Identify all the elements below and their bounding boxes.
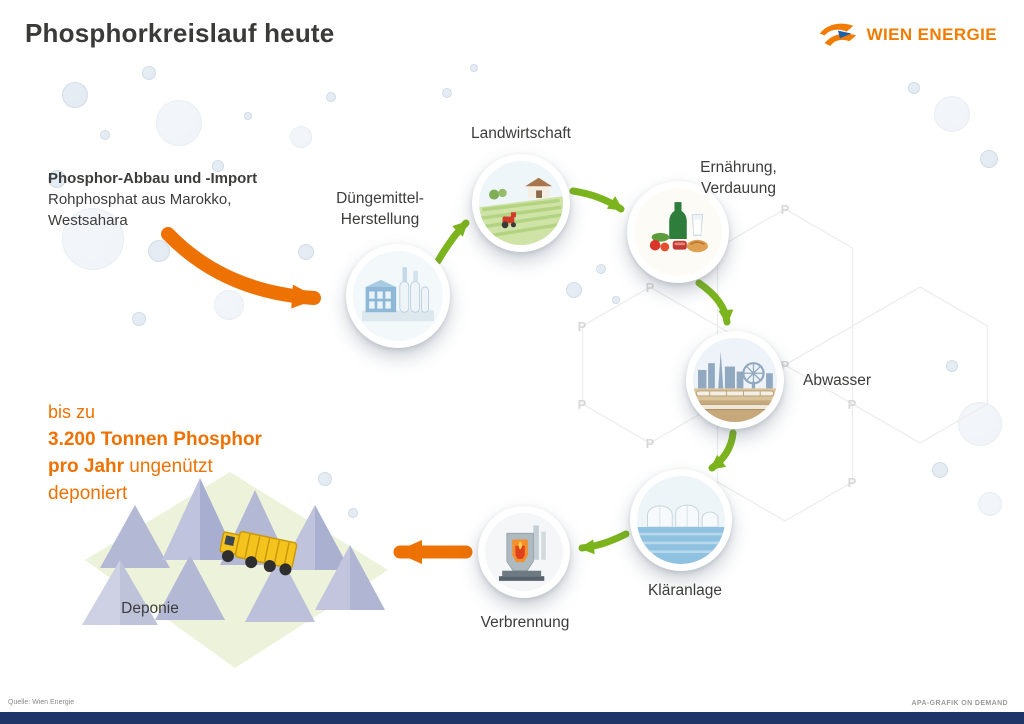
- bubble-decoration: [62, 208, 124, 270]
- arrow-ernaehrung-to-abwasser: [695, 279, 734, 326]
- wien-energie-logo: WIEN ENERGIE: [817, 20, 997, 49]
- stat-line-1: bis zu: [48, 402, 96, 422]
- node-verbrennung: [478, 506, 570, 598]
- landfill-illustration: [82, 472, 388, 668]
- phosphorus-symbol: P: [578, 319, 587, 334]
- bubble-decoration: [348, 508, 358, 518]
- bubble-decoration: [442, 88, 452, 98]
- bubble-decoration: [934, 96, 970, 132]
- bubble-decoration: [214, 290, 244, 320]
- label-verbrennung: Verbrennung: [480, 614, 570, 631]
- landfill-ground: [85, 472, 388, 668]
- source-note: Quelle: Wien Energie: [8, 699, 75, 706]
- city-sewer-icon-wrap: [693, 338, 777, 422]
- incinerator-icon-wrap: [485, 513, 563, 591]
- bubble-decoration: [932, 462, 948, 478]
- wien-energie-logo-icon: [819, 23, 856, 46]
- credit-note: APA-GRAFIK ON DEMAND: [911, 700, 1008, 707]
- stat-line-3: pro Jahr ungenützt: [48, 453, 318, 480]
- bubble-decoration: [908, 82, 920, 94]
- stat-line-3-bold: pro Jahr: [48, 456, 125, 477]
- label-duengemittel-herstellung: Düngemittel- Herstellung: [336, 190, 424, 228]
- node-abwasser: [686, 331, 784, 429]
- farm-icon: [479, 161, 563, 245]
- landfill-stat-note: bis zu 3.200 Tonnen Phosphor pro Jahr un…: [48, 399, 318, 507]
- bubble-decoration: [980, 150, 998, 168]
- phosphorus-symbol: P: [646, 280, 655, 295]
- label-deponie: Deponie: [121, 600, 179, 617]
- bubble-decoration: [566, 282, 582, 298]
- bubble-decoration: [946, 360, 958, 372]
- wien-energie-logo-text: WIEN ENERGIE: [866, 24, 997, 44]
- dump-truck: [219, 531, 298, 576]
- stat-line-3-regular: ungenützt: [124, 456, 213, 477]
- import-note: Phosphor-Abbau und -Import Rohphosphat a…: [48, 168, 288, 231]
- phosphorus-symbol: P: [646, 436, 655, 451]
- bubble-decoration: [212, 160, 224, 172]
- farm-icon-wrap: [479, 161, 563, 245]
- bubble-decoration: [156, 100, 202, 146]
- food-icon: [634, 188, 722, 276]
- phosphorus-symbol: P: [848, 475, 857, 490]
- node-klaeranlage: [630, 469, 732, 571]
- label-landwirtschaft: Landwirtschaft: [471, 125, 571, 142]
- arrow-import-to-duengemittel: [161, 227, 321, 309]
- landfill-mounds: [82, 478, 385, 625]
- bubble-decoration: [100, 130, 110, 140]
- factory-icon-wrap: [353, 251, 443, 341]
- bubble-decoration: [290, 126, 312, 148]
- bubble-decoration: [978, 492, 1002, 516]
- bubble-decoration: [48, 170, 66, 188]
- node-duengemittel-herstellung: [346, 244, 450, 348]
- city-sewer-icon: [693, 338, 777, 422]
- bubble-decoration: [958, 402, 1002, 446]
- label-klaeranlage: Kläranlage: [647, 582, 723, 599]
- footer-bar: [0, 712, 1024, 724]
- bubble-decoration: [244, 112, 252, 120]
- treatment-plant-icon: [637, 476, 725, 564]
- bubble-decoration: [470, 64, 478, 72]
- treatment-plant-icon-wrap: [637, 476, 725, 564]
- node-landwirtschaft: [472, 154, 570, 252]
- bubble-decoration: [318, 472, 332, 486]
- bubble-decoration: [298, 244, 314, 260]
- bubble-decoration: [62, 82, 88, 108]
- bubble-decoration: [132, 312, 146, 326]
- bubble-decoration: [142, 66, 156, 80]
- page-title: Phosphorkreislauf heute: [25, 18, 335, 48]
- phosphorus-symbol: P: [578, 397, 587, 412]
- factory-icon: [353, 251, 443, 341]
- bubble-decoration: [326, 92, 336, 102]
- arrow-landwirtschaft-to-ernaehrung: [569, 187, 625, 213]
- import-note-body: Rohphosphat aus Marokko, Westsahara: [48, 191, 232, 229]
- bubble-decoration: [596, 264, 606, 274]
- bubble-decoration: [612, 296, 620, 304]
- stat-line-2: 3.200 Tonnen Phosphor: [48, 429, 262, 450]
- import-note-heading: Phosphor-Abbau und -Import: [48, 170, 258, 187]
- incinerator-icon: [485, 513, 563, 591]
- arrow-abwasser-to-klaeranlage: [708, 429, 737, 472]
- bubble-decoration: [148, 240, 170, 262]
- node-ernaehrung-verdauung: [627, 181, 729, 283]
- arrow-klaeranlage-to-verbrennung: [578, 530, 630, 555]
- food-icon-wrap: [634, 188, 722, 276]
- phosphorus-symbol: P: [848, 397, 857, 412]
- label-abwasser: Abwasser: [803, 372, 872, 389]
- label-ernaehrung-verdauung: Ernährung, Verdauung: [700, 159, 777, 197]
- stat-line-4: deponiert: [48, 483, 128, 504]
- phosphorus-symbol: P: [781, 202, 790, 217]
